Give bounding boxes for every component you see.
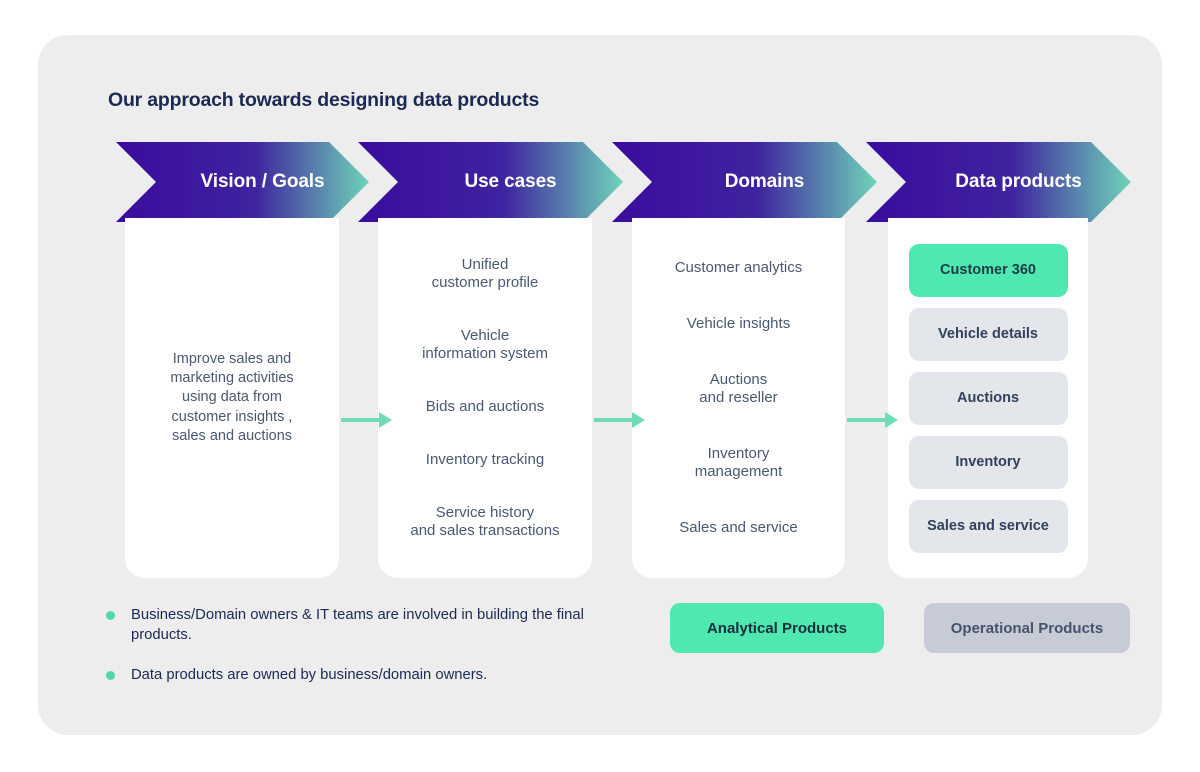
page-title: Our approach towards designing data prod… <box>108 89 540 111</box>
arrow-icon-domains-to-dataproducts <box>847 412 898 428</box>
list-item: Vehicle information system <box>422 327 548 362</box>
list-item: Improve sales and marketing activities u… <box>170 351 294 444</box>
list-item: Vehicle insights <box>686 315 791 332</box>
chevron-domains[interactable] <box>612 142 877 222</box>
data-product-pill-auctions[interactable]: Auctions <box>908 371 1068 425</box>
legend-badge-analytical-products[interactable]: Analytical Products <box>670 603 884 653</box>
column-card-data-products: Customer 360 Vehicle details Auctions In… <box>888 218 1088 578</box>
column-items-data-products: Customer 360 Vehicle details Auctions In… <box>888 218 1088 578</box>
list-item: Unified customer profile <box>431 256 539 291</box>
list-item: Business/Domain owners & IT teams are in… <box>106 605 586 646</box>
note-text: Data products are owned by business/doma… <box>131 666 488 683</box>
chevron-label-domains: Domains <box>724 171 805 192</box>
column-card-domains: Customer analytics Vehicle insights Auct… <box>632 218 845 578</box>
bullet-dot-icon <box>106 670 115 680</box>
data-product-pill-sales-and-service[interactable]: Sales and service <box>908 499 1068 553</box>
note-text: Business/Domain owners & IT teams are in… <box>131 607 584 644</box>
chevron-data-products[interactable] <box>866 142 1131 222</box>
list-item: Sales and service <box>679 519 798 536</box>
data-product-pill-customer-360[interactable]: Customer 360 <box>908 243 1068 297</box>
list-item: Data products are owned by business/doma… <box>106 665 586 685</box>
list-item: Inventory tracking <box>425 451 545 468</box>
stage-chevron-band: Vision / Goals Use cases Domains Data pr… <box>104 142 1162 222</box>
data-product-pill-vehicle-details[interactable]: Vehicle details <box>908 307 1068 361</box>
list-item: Bids and auctions <box>425 398 545 415</box>
arrow-icon-usecases-to-domains <box>594 412 645 428</box>
chevron-use-cases[interactable] <box>358 142 623 222</box>
chevron-shapes <box>116 142 1131 222</box>
column-items-domains: Customer analytics Vehicle insights Auct… <box>632 218 845 578</box>
legend-badge-operational-products[interactable]: Operational Products <box>924 603 1130 653</box>
notes-list: Business/Domain owners & IT teams are in… <box>106 605 586 704</box>
bullet-dot-icon <box>106 611 115 620</box>
chevron-label-vision-goals: Vision / Goals <box>200 171 325 192</box>
chevron-label-data-products: Data products <box>955 171 1082 192</box>
diagram-board: Our approach towards designing data prod… <box>38 35 1162 735</box>
arrow-icon-vision-to-usecases <box>341 412 392 428</box>
column-items-use-cases: Unified customer profile Vehicle informa… <box>378 218 592 578</box>
chevron-label-use-cases: Use cases <box>464 171 557 192</box>
column-card-vision-goals: Improve sales and marketing activities u… <box>125 218 339 578</box>
chevron-vision-goals[interactable] <box>116 142 369 222</box>
list-item: Inventory management <box>694 445 783 480</box>
column-card-use-cases: Unified customer profile Vehicle informa… <box>378 218 592 578</box>
list-item: Customer analytics <box>674 259 803 276</box>
list-item: Auctions and reseller <box>699 371 778 406</box>
data-product-pill-inventory[interactable]: Inventory <box>908 435 1068 489</box>
column-items-vision-goals: Improve sales and marketing activities u… <box>125 218 339 578</box>
list-item: Service history and sales transactions <box>410 504 560 539</box>
